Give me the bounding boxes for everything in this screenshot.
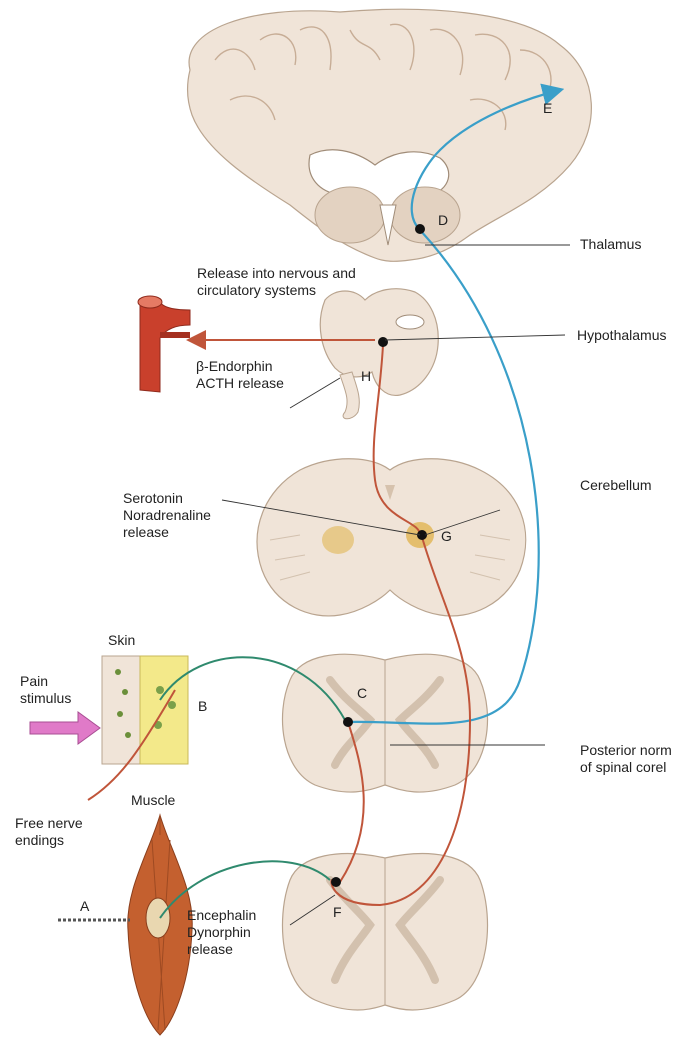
letter-a: A — [80, 898, 89, 914]
pain-stimulus-arrow — [30, 712, 100, 744]
label-posterior: Posterior norm of spinal corel — [580, 742, 680, 776]
neuron-d — [415, 224, 425, 234]
label-endorphin: β-Endorphin ACTH release — [196, 358, 306, 392]
brainstem-section — [257, 459, 526, 616]
label-skin: Skin — [108, 632, 135, 649]
label-hypothalamus: Hypothalamus — [577, 327, 667, 344]
neuron-f — [331, 877, 341, 887]
letter-b: B — [198, 698, 207, 714]
label-release-into: Release into nervous and circulatory sys… — [197, 265, 357, 299]
neuron-h — [378, 337, 388, 347]
letter-f: F — [333, 904, 342, 920]
letter-g: G — [441, 528, 452, 544]
label-free-nerve-endings: Free nerve endings — [15, 815, 115, 849]
spinal-cord-lower — [282, 854, 487, 1010]
label-muscle: Muscle — [131, 792, 175, 809]
neuron-c — [343, 717, 353, 727]
skin-block — [102, 656, 188, 764]
label-encephalin: Encephalin Dynorphin release — [187, 907, 287, 958]
label-serotonin: Serotonin Noradrenaline release — [123, 490, 233, 541]
hypothalamus-section — [320, 289, 438, 419]
label-pain-stimulus: Pain stimulus — [20, 673, 90, 707]
letter-e: E — [543, 100, 552, 116]
label-thalamus: Thalamus — [580, 236, 641, 253]
label-cerebellum: Cerebellum — [580, 477, 652, 494]
letter-d: D — [438, 212, 448, 228]
letter-h: H — [361, 368, 371, 384]
brain-section — [188, 9, 592, 261]
letter-c: C — [357, 685, 367, 701]
blood-vessel — [138, 296, 190, 392]
muscle — [128, 815, 192, 1035]
